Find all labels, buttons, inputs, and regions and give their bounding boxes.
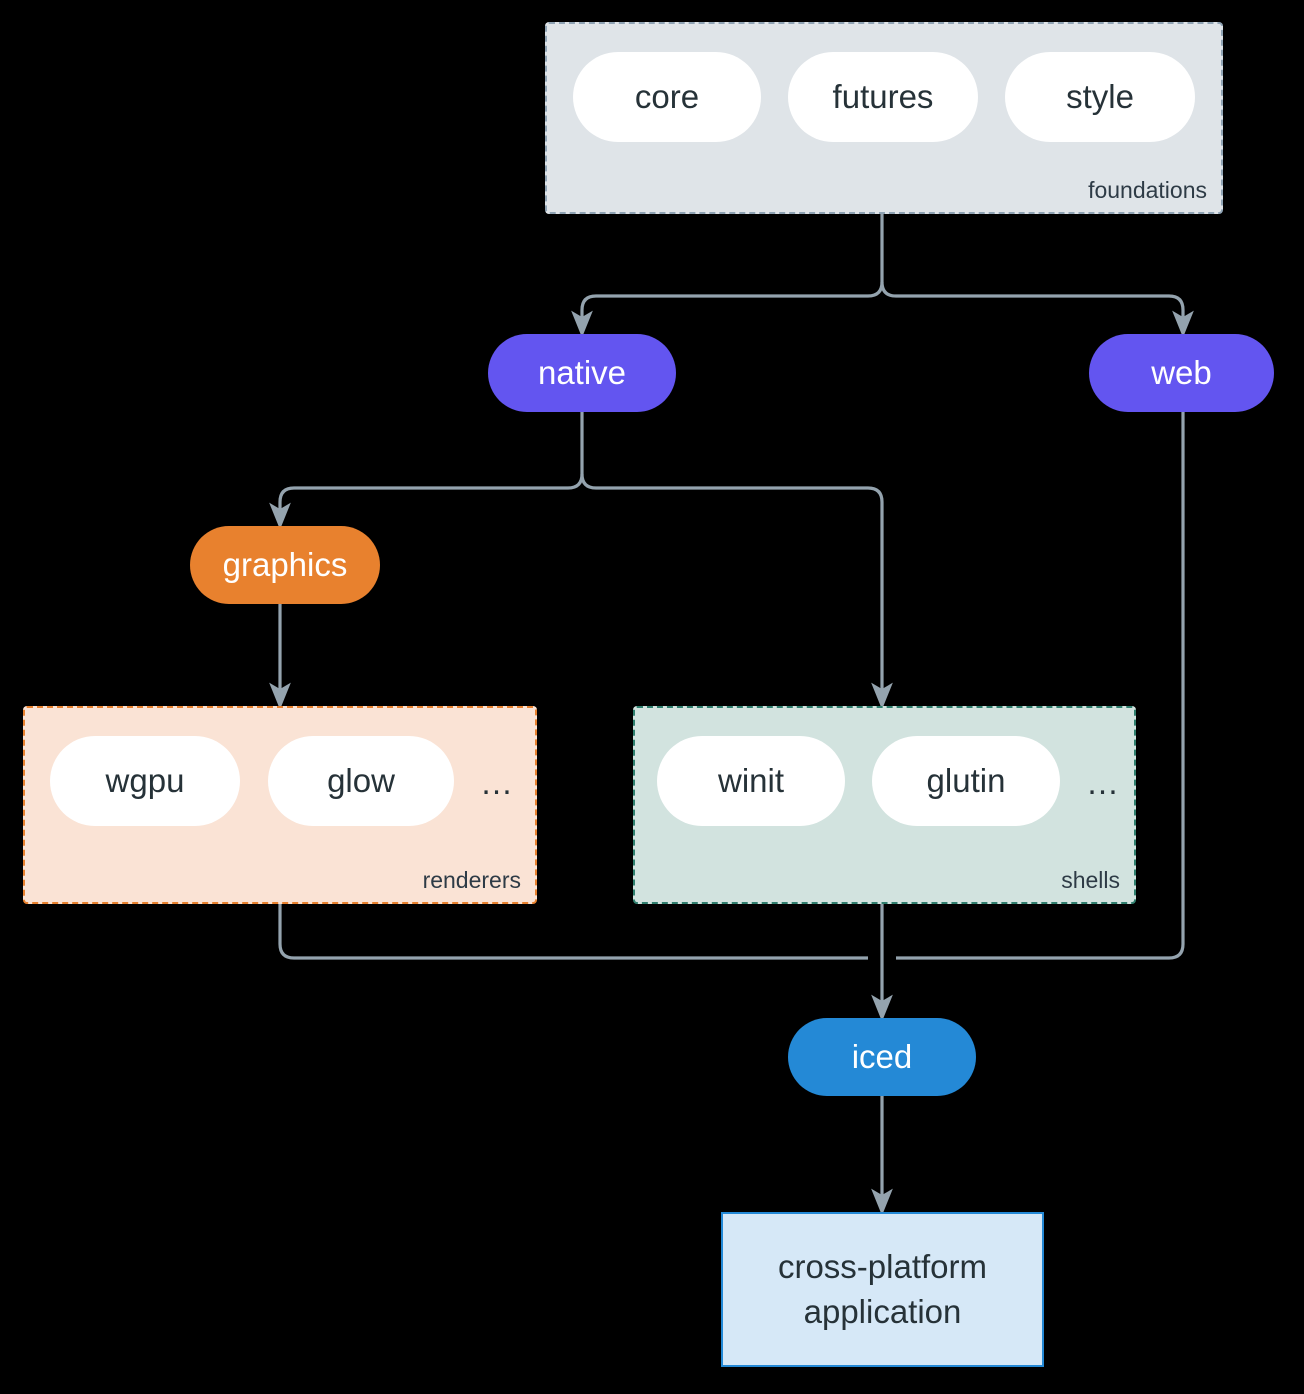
application-label-line2: application <box>803 1292 962 1330</box>
edge-foundations-to-native <box>571 281 884 338</box>
node-iced[interactable]: iced <box>788 1018 976 1096</box>
pill-style[interactable]: style <box>1005 52 1195 142</box>
group-label-shells: shells <box>1061 867 1120 893</box>
node-web-label: web <box>1151 354 1212 391</box>
renderers-ellipsis: … <box>480 764 514 801</box>
pill-glutin-label: glutin <box>926 762 1006 799</box>
node-native[interactable]: native <box>488 334 676 412</box>
node-web[interactable]: web <box>1089 334 1274 412</box>
pill-style-label: style <box>1066 78 1134 115</box>
pill-wgpu[interactable]: wgpu <box>50 736 240 826</box>
group-label-renderers: renderers <box>422 867 521 893</box>
edge-renderers-to-iced <box>278 904 868 960</box>
pill-winit-label: winit <box>717 762 785 799</box>
edge-native-to-shells <box>580 473 893 710</box>
node-iced-label: iced <box>851 1038 913 1075</box>
pill-winit[interactable]: winit <box>657 736 845 826</box>
pill-wgpu-label: wgpu <box>105 762 185 799</box>
node-graphics-label: graphics <box>222 546 348 583</box>
pill-core-label: core <box>634 78 700 115</box>
edge-foundations-to-web <box>880 281 1194 338</box>
node-cross-platform-application[interactable]: cross-platform application <box>721 1212 1044 1367</box>
node-graphics[interactable]: graphics <box>190 526 380 604</box>
pill-futures[interactable]: futures <box>788 52 978 142</box>
edge-native-to-graphics <box>269 473 584 530</box>
application-label-line1: cross-platform <box>777 1247 988 1285</box>
node-native-label: native <box>537 354 627 391</box>
pill-futures-label: futures <box>832 78 934 115</box>
pill-glow[interactable]: glow <box>268 736 454 826</box>
pill-glow-label: glow <box>327 762 395 799</box>
shells-ellipsis: … <box>1086 764 1120 801</box>
pill-core[interactable]: core <box>573 52 761 142</box>
pill-glutin[interactable]: glutin <box>872 736 1060 826</box>
group-label-foundations: foundations <box>1088 177 1207 203</box>
